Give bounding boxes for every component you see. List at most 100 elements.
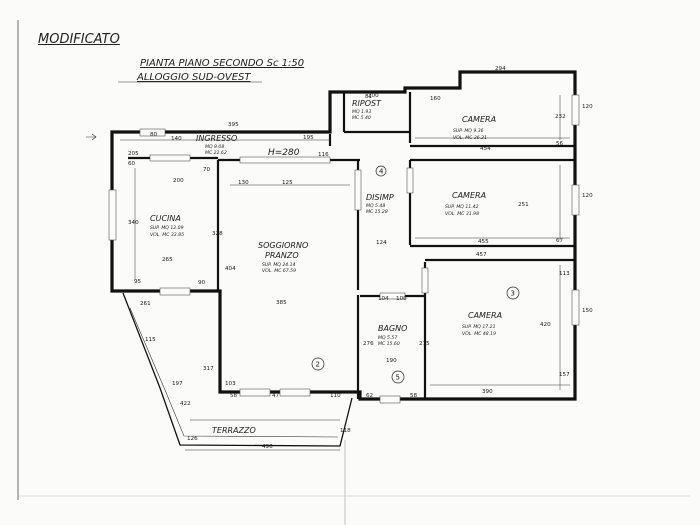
room-name-disimp: DISIMP [366, 193, 394, 202]
marker-circle-4 [375, 165, 387, 177]
window-entrance [139, 128, 166, 137]
dim-390: 390 [482, 389, 493, 395]
modified-stamp: MODIFICATO [38, 32, 120, 47]
dim-232: 232 [555, 114, 566, 120]
dim-67: 67 [556, 238, 564, 244]
dim-261: 261 [140, 301, 151, 307]
window-kitchen [108, 189, 117, 241]
room-sup-soggiorno: SUP. MQ 24.14 [262, 262, 296, 268]
room-name-camera-1: CAMERA [462, 115, 496, 124]
room-sup-bagno: MQ 5.57 [378, 335, 397, 341]
door-gap-room2 [406, 167, 414, 194]
dim-251: 251 [518, 202, 529, 208]
room-name-terrazzo: TERRAZZO [212, 426, 256, 435]
dim-100: 100 [396, 296, 407, 302]
dim-110: 110 [330, 393, 341, 399]
dim-60: 60 [128, 161, 136, 167]
dim-454: 454 [480, 146, 491, 152]
dim-340: 340 [128, 220, 139, 226]
dim-120: 120 [582, 104, 593, 110]
window-bath [379, 395, 401, 404]
room-name-cucina: CUCINA [150, 214, 181, 223]
dim-190: 190 [386, 358, 397, 364]
room-sup-camera-3: SUP. MQ 17.21 [462, 324, 496, 330]
dim-205: 205 [128, 151, 139, 157]
outer-wall [110, 70, 577, 401]
room-vol-ingresso: MC 22.62 [205, 150, 227, 156]
marker-circle-3 [506, 286, 520, 300]
dim-116: 116 [318, 152, 329, 158]
dim-157: 157 [559, 372, 570, 378]
dim-422: 422 [180, 401, 191, 407]
dim-118: 118 [340, 428, 351, 434]
plan-title: PIANTA PIANO SECONDO Sc 1:50 [140, 58, 305, 69]
dim-317: 317 [203, 366, 214, 372]
dim-113: 113 [559, 271, 570, 277]
dim-95: 95 [134, 279, 142, 285]
room-name-camera-2: CAMERA [452, 191, 486, 200]
window-terrace-1 [239, 388, 271, 397]
dim-130: 130 [238, 180, 249, 186]
dim-496: 496 [262, 444, 273, 450]
dim-420: 420 [540, 322, 551, 328]
room-name-ripost: RIPOST [352, 99, 382, 108]
window-room2 [571, 184, 580, 216]
dim-200b: 200 [368, 93, 379, 99]
room-sup-disimp: MQ 5.48 [366, 203, 385, 209]
room-sup-ingresso: MQ 8.08 [205, 144, 224, 150]
dim-265: 265 [162, 257, 173, 263]
dim-70: 70 [203, 167, 211, 173]
dim-103: 103 [225, 381, 236, 387]
dim-120b: 120 [582, 193, 593, 199]
dim-62: 62 [366, 393, 373, 399]
dim-160: 160 [430, 96, 441, 102]
room-name-pranzo: PRANZO [265, 251, 299, 260]
room-vol-camera-2: VOL. MC 31.98 [445, 211, 479, 217]
plan-subtitle: ALLOGGIO SUD-OVEST [137, 72, 251, 83]
dim-124: 124 [376, 240, 387, 246]
dim-58b: 58 [410, 393, 418, 399]
room-vol-cucina: VOL. MC 33.85 [150, 232, 184, 238]
door-gap-bath [379, 292, 406, 300]
dimension-labels: 294 395 195 160 232 454 251 455 457 113 … [128, 66, 593, 450]
window-terrace-2 [279, 388, 311, 397]
dim-56: 56 [556, 141, 564, 147]
door-gap-room3 [421, 267, 429, 294]
room-sup-cucina: SUP. MQ 12.09 [150, 225, 184, 231]
dim-81: 81 [365, 94, 373, 100]
height-note: H=280 [268, 148, 300, 158]
terrace-outline [122, 292, 353, 447]
dim-58: 58 [230, 393, 238, 399]
dim-275: 275 [419, 341, 430, 347]
dim-80: 80 [150, 132, 158, 138]
door-gap-living [239, 156, 331, 164]
room-vol-camera-3: VOL. MC 48.19 [462, 331, 496, 337]
room-name-soggiorno: SOGGIORNO [258, 241, 308, 250]
room-vol-camera-1: VOL. MC 26.21 [453, 135, 487, 141]
dim-140: 140 [171, 136, 182, 142]
room-sup-camera-2: SUP. MQ 11.42 [445, 204, 479, 210]
marker-circle-2 [311, 357, 325, 371]
marker-4: 4 [379, 168, 384, 176]
dim-200: 200 [173, 178, 184, 184]
room-vol-disimp: MC 15.28 [366, 209, 388, 215]
outer-walls [110, 70, 577, 401]
marker-circle-5 [391, 370, 405, 384]
dim-126: 126 [187, 436, 198, 442]
terrace-inner [129, 307, 339, 438]
marker-labels: 2 3 4 5 [316, 168, 515, 382]
dim-455: 455 [478, 239, 489, 245]
window-room3 [571, 289, 580, 326]
dim-294: 294 [495, 66, 506, 72]
dimension-lines [120, 95, 570, 451]
room-labels: INGRESSO MQ 8.08 MC 22.62 H=280 RIPOST M… [150, 99, 502, 435]
room-sup-camera-1: SUP. MQ 9.36 [453, 128, 484, 134]
dim-115: 115 [145, 337, 156, 343]
dim-47: 47 [272, 393, 280, 399]
dim-395: 395 [228, 122, 239, 128]
window-kitchen-bottom [159, 287, 191, 296]
room-markers [311, 165, 520, 384]
dim-404: 404 [225, 266, 236, 272]
